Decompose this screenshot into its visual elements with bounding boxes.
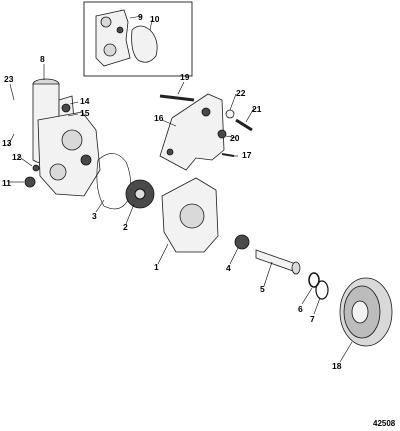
hose-fitting bbox=[24, 176, 36, 188]
pump-cover bbox=[161, 177, 219, 253]
callout-11: 11 bbox=[2, 178, 11, 188]
nut bbox=[217, 129, 227, 139]
callout-15: 15 bbox=[80, 108, 90, 118]
bolt-small bbox=[221, 153, 235, 157]
leader-lines bbox=[7, 15, 353, 363]
pump-body bbox=[37, 111, 101, 197]
callout-17: 17 bbox=[242, 150, 252, 160]
bearing bbox=[234, 234, 250, 250]
callout-20: 20 bbox=[230, 133, 240, 143]
callout-3: 3 bbox=[92, 211, 97, 221]
snap-ring bbox=[315, 280, 329, 300]
callout-12: 12 bbox=[12, 152, 22, 162]
callouts: 1 2 3 4 5 6 7 8 9 10 11 12 13 14 15 16 1… bbox=[2, 12, 342, 371]
seal bbox=[308, 272, 320, 288]
callout-4: 4 bbox=[226, 263, 231, 273]
callout-10: 10 bbox=[150, 14, 160, 24]
callout-19: 19 bbox=[180, 72, 190, 82]
callout-7: 7 bbox=[310, 314, 315, 324]
callout-23: 23 bbox=[4, 74, 14, 84]
callout-5: 5 bbox=[260, 284, 265, 294]
washer bbox=[225, 109, 235, 119]
callout-22: 22 bbox=[236, 88, 246, 98]
inset-detail bbox=[83, 1, 193, 77]
callout-9: 9 bbox=[138, 12, 143, 22]
callout-1: 1 bbox=[154, 262, 159, 272]
callout-14: 14 bbox=[80, 96, 90, 106]
callout-21: 21 bbox=[252, 104, 262, 114]
callout-6: 6 bbox=[298, 304, 303, 314]
document-number: 42508 bbox=[373, 419, 396, 428]
callout-18: 18 bbox=[332, 361, 342, 371]
fitting-plug bbox=[32, 164, 40, 172]
callout-16: 16 bbox=[154, 113, 164, 123]
callout-13: 13 bbox=[2, 138, 12, 148]
pulley bbox=[339, 277, 393, 347]
callout-8: 8 bbox=[40, 54, 45, 64]
stud bbox=[159, 94, 195, 102]
impeller bbox=[125, 179, 155, 209]
gasket bbox=[96, 153, 131, 210]
callout-2: 2 bbox=[123, 222, 128, 232]
pump-shaft bbox=[255, 249, 301, 275]
mounting-bracket bbox=[159, 93, 225, 171]
bolt bbox=[235, 118, 253, 132]
